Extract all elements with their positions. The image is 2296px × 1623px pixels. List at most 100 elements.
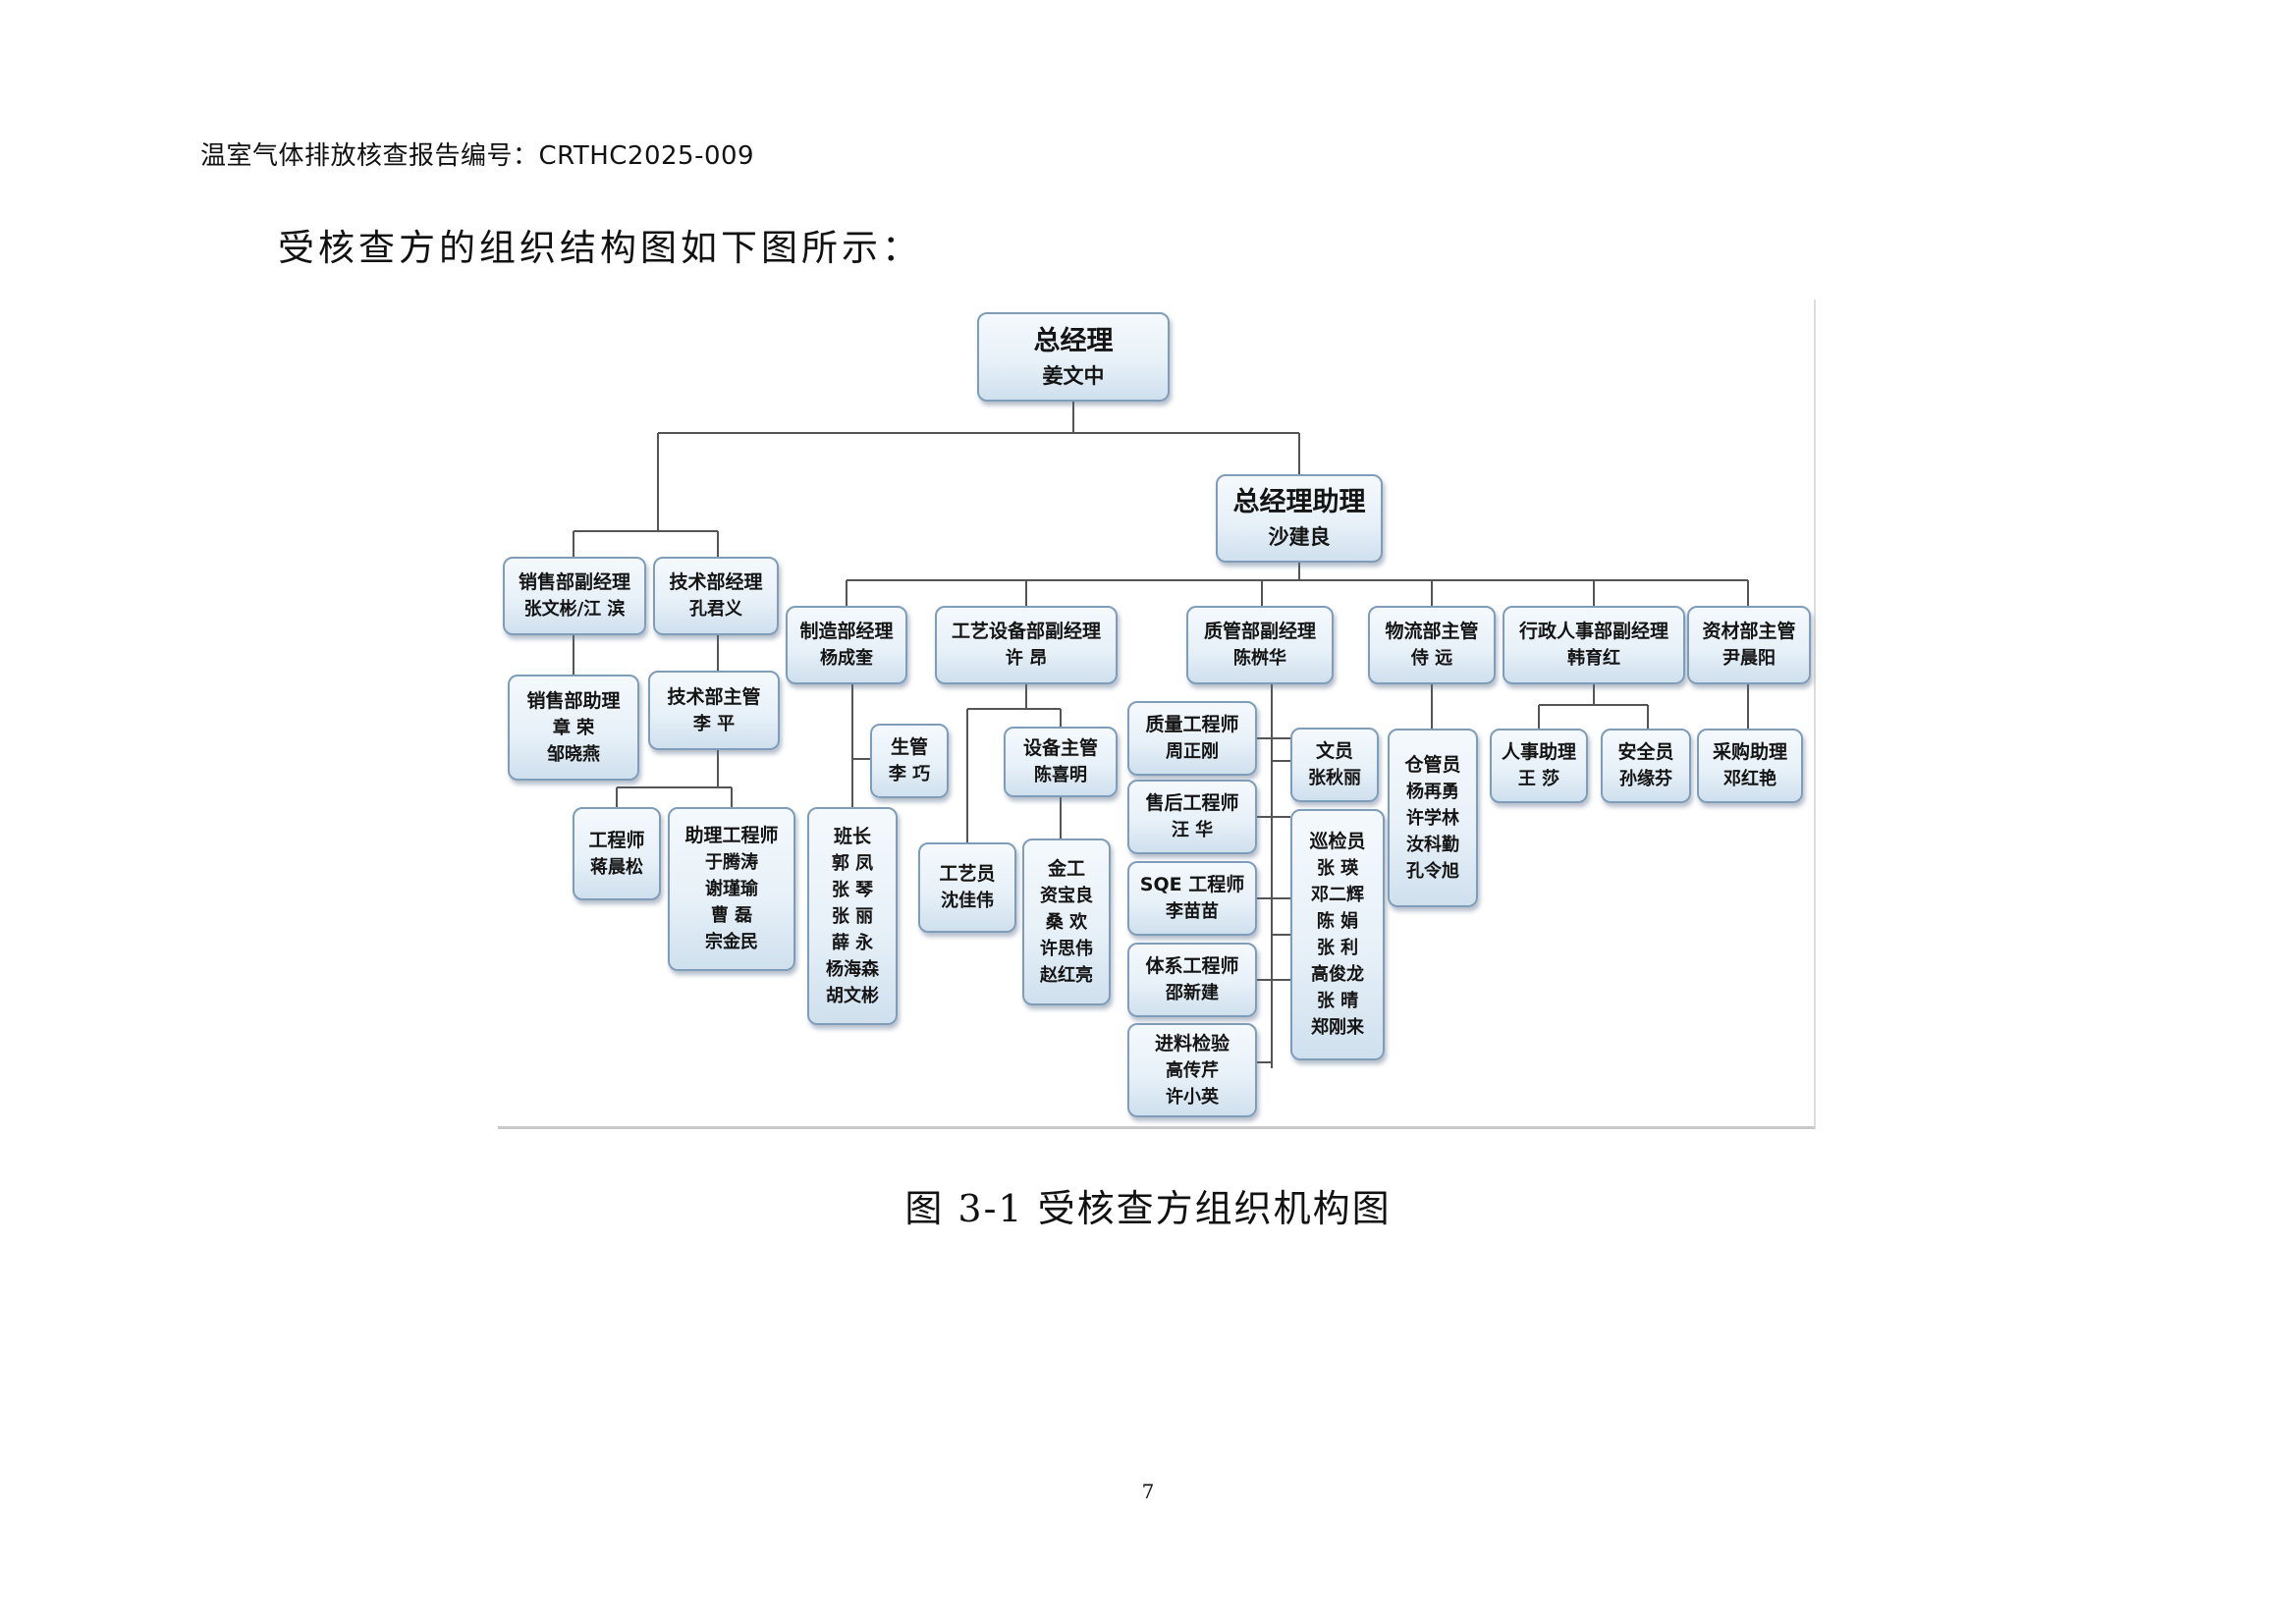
org-box-title: 资材部主管 xyxy=(1702,621,1796,642)
org-box-metalwork: 金工 资宝良 桑 欢 许思伟 赵红亮 xyxy=(1022,839,1111,1005)
org-box-name: 张 瑛 xyxy=(1316,858,1359,879)
org-box-name: 谢瑾瑜 xyxy=(705,879,758,899)
org-box-tech-manager: 技术部经理 孔君义 xyxy=(653,557,779,635)
org-box-title: 工艺设备部副经理 xyxy=(951,621,1101,642)
org-box-name: 姜文中 xyxy=(1042,363,1105,388)
org-box-title: 仓管员 xyxy=(1404,753,1461,776)
org-box-sales-deputy: 销售部副经理 张文彬/江 滨 xyxy=(503,557,646,635)
org-box-title: 技术部主管 xyxy=(667,685,761,708)
org-box-name: 张秋丽 xyxy=(1308,768,1361,788)
org-box-name: 侍 远 xyxy=(1410,648,1453,669)
org-box-name: 孔令旭 xyxy=(1406,860,1459,882)
org-box-aftersales-engineer: 售后工程师 汪 华 xyxy=(1127,780,1257,854)
org-box-title: 体系工程师 xyxy=(1145,955,1239,977)
org-box-incoming-inspection: 进料检验 高传芹 许小英 xyxy=(1127,1023,1257,1117)
org-box-name: 于腾涛 xyxy=(705,852,758,873)
org-box-title: 制造部经理 xyxy=(799,621,894,642)
org-box-name: 陈桝华 xyxy=(1233,648,1286,669)
org-box-name: 李苗苗 xyxy=(1166,901,1219,922)
org-box-warehouse-keeper: 仓管员 杨再勇 许学林 汝科勤 孔令旭 xyxy=(1388,729,1478,907)
org-box-title: 总经理 xyxy=(1033,325,1114,356)
org-box-name: 沙建良 xyxy=(1268,525,1331,549)
org-box-title: 物流部主管 xyxy=(1385,621,1479,642)
org-box-title: 行政人事部副经理 xyxy=(1518,621,1668,642)
org-box-title: 安全员 xyxy=(1617,741,1674,763)
org-box-tech-supervisor: 技术部主管 李 平 xyxy=(648,671,780,750)
figure-caption: 图 3-1 受核查方组织机构图 xyxy=(904,1187,1392,1230)
org-box-name: 许小英 xyxy=(1166,1086,1219,1108)
org-box-name: 高俊龙 xyxy=(1311,964,1364,985)
org-box-title: 工程师 xyxy=(588,829,645,851)
org-box-name: 桑 欢 xyxy=(1045,911,1088,933)
org-box-equipment-supervisor: 设备主管 陈喜明 xyxy=(1004,727,1118,797)
org-box-quality-deputy: 质管部副经理 陈桝华 xyxy=(1186,606,1334,684)
org-box-name: 陈 娟 xyxy=(1316,911,1359,932)
org-box-name: 邓二辉 xyxy=(1311,885,1364,905)
org-box-name: 杨再勇 xyxy=(1406,781,1459,802)
org-box-name: 汝科勤 xyxy=(1406,834,1459,855)
org-box-title: 总经理助理 xyxy=(1232,487,1366,517)
org-box-sales-assistant: 销售部助理 章 荣 邹晓燕 xyxy=(508,675,639,781)
org-box-name: 尹晨阳 xyxy=(1722,648,1776,669)
org-box-title: 助理工程师 xyxy=(684,825,779,846)
org-box-name: 宗金民 xyxy=(705,932,758,952)
org-box-name: 张 晴 xyxy=(1316,991,1359,1011)
org-box-name: 陈喜明 xyxy=(1034,765,1087,785)
org-box-gm-assistant: 总经理助理 沙建良 xyxy=(1216,474,1383,563)
org-box-name: 郑刚来 xyxy=(1311,1017,1364,1038)
org-box-name: 张 琴 xyxy=(831,879,874,900)
org-box-name: 杨成奎 xyxy=(820,648,873,669)
org-box-sqe-engineer: SQE 工程师 李苗苗 xyxy=(1127,861,1257,936)
org-box-name: 章 荣 xyxy=(552,717,595,738)
org-box-name: 高传芹 xyxy=(1166,1059,1219,1081)
org-box-title: 巡检员 xyxy=(1309,831,1366,852)
org-box-title: 销售部助理 xyxy=(526,689,621,712)
org-box-title: 班长 xyxy=(833,825,871,847)
org-box-system-engineer: 体系工程师 邵新建 xyxy=(1127,943,1257,1017)
org-box-name: 孙缘芬 xyxy=(1619,769,1672,789)
org-box-title: 进料检验 xyxy=(1154,1032,1230,1055)
org-box-logistics-supervisor: 物流部主管 侍 远 xyxy=(1368,606,1496,684)
org-box-patrol-inspector: 巡检员 张 瑛 邓二辉 陈 娟 张 利 高俊龙 张 晴 郑刚来 xyxy=(1290,809,1385,1060)
org-box-process-staff: 工艺员 沈佳伟 xyxy=(918,842,1016,933)
org-box-name: 许思伟 xyxy=(1040,938,1093,959)
org-box-name: 郭 凤 xyxy=(831,852,874,874)
org-box-name: 许学林 xyxy=(1406,807,1459,829)
org-box-name: 李 平 xyxy=(692,713,736,734)
org-box-name: 赵红亮 xyxy=(1040,964,1093,986)
org-box-name: 韩育红 xyxy=(1567,648,1620,669)
org-box-title: 金工 xyxy=(1047,857,1085,880)
org-box-clerk: 文员 张秋丽 xyxy=(1290,728,1379,802)
org-box-name: 汪 华 xyxy=(1171,820,1214,840)
org-box-general-manager: 总经理 姜文中 xyxy=(977,312,1170,402)
org-box-purchasing-assistant: 采购助理 邓红艳 xyxy=(1697,729,1803,803)
org-box-team-leader: 班长 郭 凤 张 琴 张 丽 薛 永 杨海森 胡文彬 xyxy=(807,807,898,1025)
org-box-name: 张 丽 xyxy=(831,905,874,927)
org-box-name: 张 利 xyxy=(1316,938,1359,958)
org-box-title: 采购助理 xyxy=(1712,741,1787,763)
org-box-production-management: 生管 李 巧 xyxy=(870,724,949,798)
org-box-title: SQE 工程师 xyxy=(1139,874,1245,895)
org-box-title: 技术部经理 xyxy=(669,571,763,593)
org-box-title: 质管部副经理 xyxy=(1203,621,1316,642)
page-number: 7 xyxy=(1141,1480,1155,1503)
org-box-title: 文员 xyxy=(1315,740,1353,762)
org-box-name: 邵新建 xyxy=(1166,983,1219,1003)
org-box-title: 人事助理 xyxy=(1501,741,1576,763)
org-box-hr-assistant: 人事助理 王 莎 xyxy=(1490,729,1588,803)
org-box-name: 胡文彬 xyxy=(826,985,879,1006)
org-box-name: 薛 永 xyxy=(831,932,874,953)
document-header: 温室气体排放核查报告编号：CRTHC2025-009 xyxy=(200,141,755,171)
org-box-name: 蒋晨松 xyxy=(590,856,643,878)
org-box-name: 李 巧 xyxy=(888,764,931,784)
org-box-title: 工艺员 xyxy=(939,863,996,885)
org-box-title: 生管 xyxy=(890,736,928,758)
org-box-name: 资宝良 xyxy=(1040,885,1093,906)
org-box-assistant-engineer: 助理工程师 于腾涛 谢瑾瑜 曹 磊 宗金民 xyxy=(668,807,795,971)
org-box-name: 许 昂 xyxy=(1005,648,1048,669)
org-box-name: 张文彬/江 滨 xyxy=(523,599,626,620)
org-box-engineer: 工程师 蒋晨松 xyxy=(573,807,661,900)
org-box-name: 王 莎 xyxy=(1517,769,1560,789)
org-box-title: 质量工程师 xyxy=(1145,714,1239,735)
org-box-title: 设备主管 xyxy=(1022,737,1098,759)
